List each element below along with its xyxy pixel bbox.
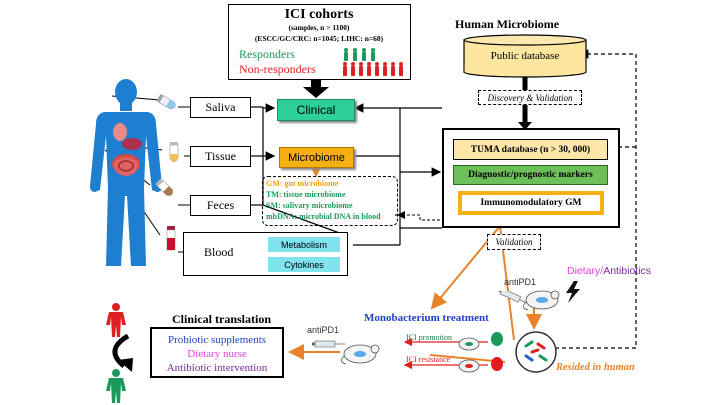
culture-dish-top-icon — [458, 337, 480, 351]
antipd1-right-label: antiPD1 — [504, 277, 537, 287]
metabolism-box: Metabolism — [268, 237, 340, 252]
tissue-label: Tissue — [205, 149, 236, 163]
diagnostic-markers-label: Diagnostic/prognostic markers — [468, 170, 593, 180]
feces-tube-icon — [155, 178, 173, 196]
clinical-translation-box: Probiotic supplements Dietary nurse Anti… — [150, 327, 284, 378]
cohort-title: ICI cohorts — [284, 7, 354, 22]
clinical-label: Clinical — [296, 103, 336, 117]
dietary-nurse-label: Dietary nurse — [187, 348, 247, 360]
blood-tube-icon — [166, 226, 176, 251]
non-responder-figures-icon — [343, 62, 403, 76]
resided-in-human-label: Resided in human — [556, 362, 635, 373]
bacteria-dots-icon — [491, 332, 503, 371]
microbiome-label: Microbiome — [288, 151, 345, 164]
feces-box: Feces — [190, 195, 251, 216]
syringe-right-icon — [497, 291, 529, 303]
gut-colony-icon — [515, 331, 557, 373]
antibiotics-text: Antibiotics — [603, 265, 652, 277]
diagnostic-markers-box: Diagnostic/prognostic markers — [453, 165, 608, 185]
human-body-icon — [90, 79, 162, 266]
public-database-label: Public database — [490, 50, 560, 62]
saliva-label: Saliva — [205, 100, 236, 114]
culture-dish-bottom-icon — [458, 359, 480, 373]
clinical-translation-title: Clinical translation — [172, 312, 272, 326]
tm-definition: TM: tissue microbiome — [266, 190, 346, 199]
tuma-database-label: TUMA database (n > 30, 000) — [470, 144, 591, 155]
mouse-left-icon — [341, 344, 380, 365]
mbdna-definition: mbDNA: microbial DNA in blood — [266, 212, 381, 221]
cohort-cancers: (ESCC/GC/CRC: n=1045; LIHC: n=68) — [254, 34, 384, 43]
clinical-box: Clinical — [277, 99, 355, 121]
curved-transition-arrowhead — [118, 358, 133, 372]
ici-promotion-label: ICI promotion — [406, 333, 452, 342]
antibiotic-intervention-label: Antibiotic intervention — [166, 362, 268, 374]
syringe-left-icon — [312, 340, 345, 348]
ici-resistance-label: ICI resistance — [406, 355, 451, 364]
antipd1-left-label: antiPD1 — [307, 325, 340, 335]
dietary-text: Dietary/ — [567, 265, 604, 277]
feces-label: Feces — [206, 198, 235, 212]
cytokines-label: Cytokines — [284, 259, 324, 270]
microbiome-box: Microbiome — [279, 147, 354, 168]
cytokines-box: Cytokines — [268, 257, 340, 272]
dietary-antibiotics-label: Dietary/Antibiotics — [567, 265, 652, 278]
sm-definition: SM: salivary microbiome — [266, 201, 353, 210]
validation-text: Validation — [495, 237, 533, 247]
microbiome-definitions-box: GM: gut microbiome TM: tissue microbiome… — [262, 176, 398, 226]
gm-definition: GM: gut microbiome — [266, 179, 339, 188]
immunomodulatory-gm-label: Immunomodulatory GM — [480, 198, 582, 208]
green-person-icon — [106, 369, 126, 403]
responder-figures-icon — [344, 48, 375, 61]
human-microbiome-title: Human Microbiome — [455, 17, 560, 31]
blood-label: Blood — [204, 245, 234, 259]
metabolism-label: Metabolism — [280, 239, 327, 250]
immunomodulatory-gm-box: Immunomodulatory GM — [458, 191, 604, 215]
red-person-icon — [106, 303, 126, 337]
public-database-icon — [463, 34, 587, 78]
saliva-box: Saliva — [190, 97, 251, 118]
blood-box: Blood Metabolism Cytokines — [183, 232, 348, 276]
probiotic-label: Probiotic supplements — [167, 334, 267, 346]
ici-cohort-box: ICI cohorts (samples, n > 1100) (ESCC/GC… — [228, 4, 411, 80]
curved-transition-arrow — [112, 333, 130, 368]
saliva-tube-icon — [156, 94, 176, 110]
mouse-right-icon — [523, 290, 560, 311]
cohort-to-clinical-arrow — [303, 80, 329, 98]
validation-label: Validation — [487, 234, 541, 250]
non-responders-label: Non-responders — [239, 62, 316, 76]
tuma-database-box: TUMA database (n > 30, 000) — [453, 139, 608, 160]
discovery-validation-label: Discovery & Validation — [478, 90, 582, 105]
monobacterium-label: Monobacterium treatment — [364, 312, 489, 324]
tuma-to-definitions-dashed — [397, 211, 440, 221]
discovery-validation-text: Discovery & Validation — [487, 92, 573, 103]
tissue-tube-icon — [169, 142, 179, 163]
tuma-outer-box: TUMA database (n > 30, 000) Diagnostic/p… — [442, 128, 620, 228]
cohort-samples: (samples, n > 1100) — [288, 23, 350, 32]
tissue-box: Tissue — [190, 146, 251, 167]
lightning-icon — [566, 281, 580, 303]
responders-label: Responders — [239, 47, 295, 61]
